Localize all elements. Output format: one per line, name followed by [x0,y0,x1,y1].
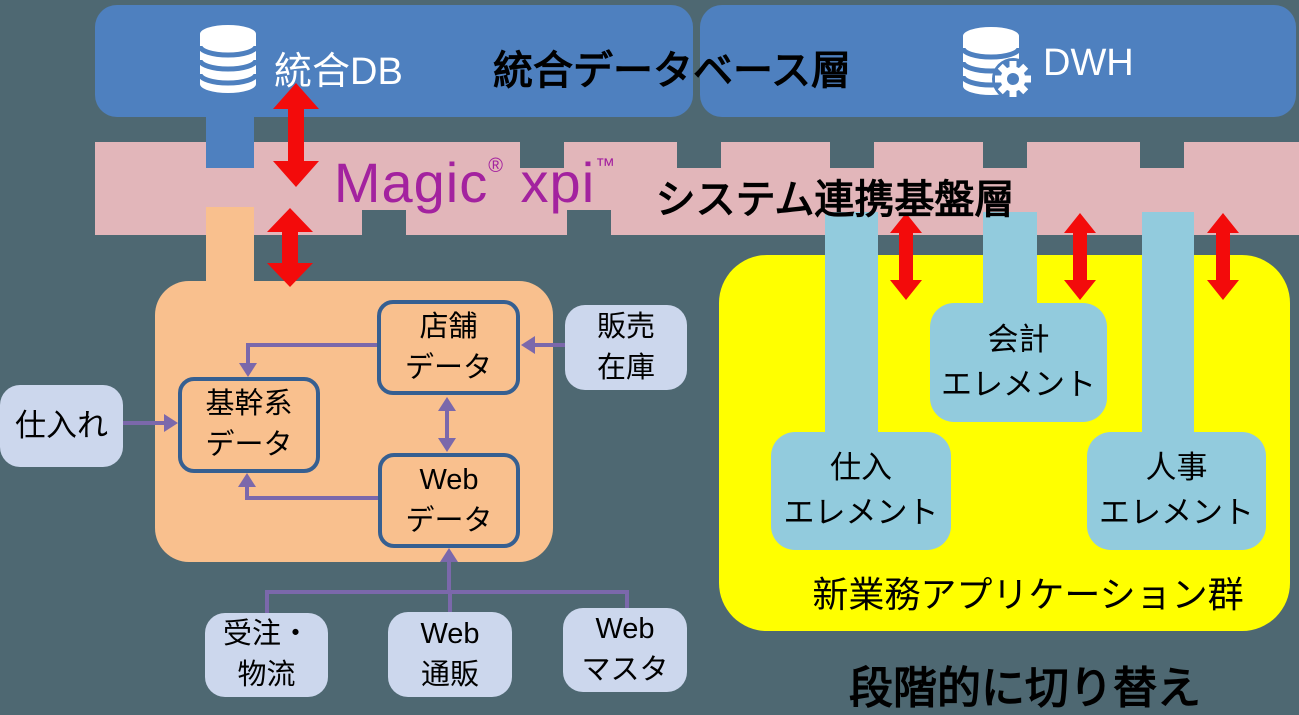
element-connector-kaikei [983,212,1037,303]
web-data-box: Web データ [378,453,520,548]
tenpo-web-arrowhead-bottom [438,438,456,452]
magic-xpi-logo-xpi: xpi [520,151,596,214]
shiire-element-box: 仕入 エレメント [771,432,951,550]
hanbai-zaiko-label-line1: 販売 [596,310,655,343]
bar-notch [362,210,406,235]
collector-riser [447,560,451,592]
tenpo-kikankei-connector-h [246,343,377,347]
web-master-label-line2: マスタ [581,654,669,686]
juchu-butsuryu-label-line1: 受注・ [222,618,310,651]
jinji-element-label-line2: エレメント [1099,495,1254,530]
shiire-element-label-line1: 仕入 [830,450,892,486]
web-master-label-line1: Web [595,613,655,646]
dwh-label: DWH [1043,42,1134,84]
web-kikankei-connector-h [245,496,378,500]
shiire-label: 仕入れ [15,408,108,444]
juchu-butsuryu-label-line2: 物流 [237,659,296,691]
kaikei-element-label-line1: 会計 [987,321,1050,357]
web-data-label-line2: データ [405,504,493,537]
web-data-label-line1: Web [419,463,479,496]
juchu-butsuryu-box: 受注・ 物流 [205,613,328,697]
magic-xpi-logo: Magic® xpi™ [320,150,630,215]
db-layer-bar-left [95,5,693,117]
db-layer-title: 統合データベース層 [493,49,851,93]
kikankei-data-label-line2: データ [205,429,293,461]
kikankei-data-label-line1: 基幹系 [205,388,293,421]
collector-stub-master [625,592,629,608]
database-icon [198,25,258,93]
registered-mark-icon: ® [488,155,504,177]
magic-xpi-logo-text: Magic [333,151,489,214]
kikankei-data-box: 基幹系 データ [178,377,320,473]
shiire-kikankei-connector [123,421,166,425]
hanbai-zaiko-label-line2: 在庫 [596,351,655,384]
jinji-element-box: 人事 エレメント [1087,432,1266,550]
shiire-kikankei-arrowhead [164,414,178,432]
bar-notch [567,210,611,235]
shiire-element-label-line2: エレメント [783,495,939,530]
tenpo-kikankei-arrowhead [239,363,257,377]
collector-riser-arrowhead [440,548,458,562]
tenpo-data-label-line2: データ [404,351,492,384]
dwh-database-gear-icon [960,27,1034,100]
jinji-element-label-line1: 人事 [1145,450,1208,486]
bar-notch [677,142,721,168]
integrated-db-label: 統合DB [274,51,403,93]
tenpo-data-label-line1: 店舗 [419,310,478,343]
bar-notch [520,142,564,168]
integration-layer-title: システム連携基盤層 [655,178,1015,222]
web-kikankei-connector-v [245,487,249,500]
hanbai-tenpo-arrowhead [521,336,535,354]
web-master-box: Web マスタ [563,608,687,692]
trademark-icon: ™ [595,155,617,177]
db-integration-double-arrow [273,83,319,187]
hanbai-zaiko-box: 販売 在庫 [565,305,687,390]
web-tsuhan-box: Web 通販 [388,612,512,697]
tenpo-web-arrowhead-top [438,397,456,411]
web-tsuhan-label-line2: 通販 [420,658,479,691]
integration-newapps-double-arrow-1 [890,213,922,300]
new-apps-caption: 新業務アプリケーション群 [812,574,1244,615]
collector-stub-juchu [265,592,269,613]
element-connector-shiire [825,212,878,432]
element-connector-jinji [1142,212,1194,432]
integration-to-legacy-connector [206,207,254,285]
tenpo-kikankei-connector-v [246,343,250,365]
hanbai-tenpo-connector [535,343,565,347]
bar-notch [983,142,1027,168]
integration-newapps-double-arrow-3 [1207,213,1239,300]
shiire-box: 仕入れ [0,385,123,467]
bar-notch [1140,142,1184,168]
phased-switch-annotation: 段階的に切り替え [849,664,1201,713]
tenpo-web-connector [445,408,449,441]
integration-newapps-double-arrow-2 [1064,213,1096,300]
web-kikankei-arrowhead [238,473,256,487]
collector-stub-tsuhan [448,592,452,612]
collector-line [265,590,629,594]
web-tsuhan-label-line1: Web [420,617,480,650]
db-to-integration-connector [206,112,254,168]
bar-notch [830,142,874,168]
kaikei-element-label-line2: エレメント [941,366,1096,402]
tenpo-data-box: 店舗 データ [377,300,520,395]
integration-legacy-double-arrow [267,208,313,287]
kaikei-element-box: 会計 エレメント [930,303,1107,422]
